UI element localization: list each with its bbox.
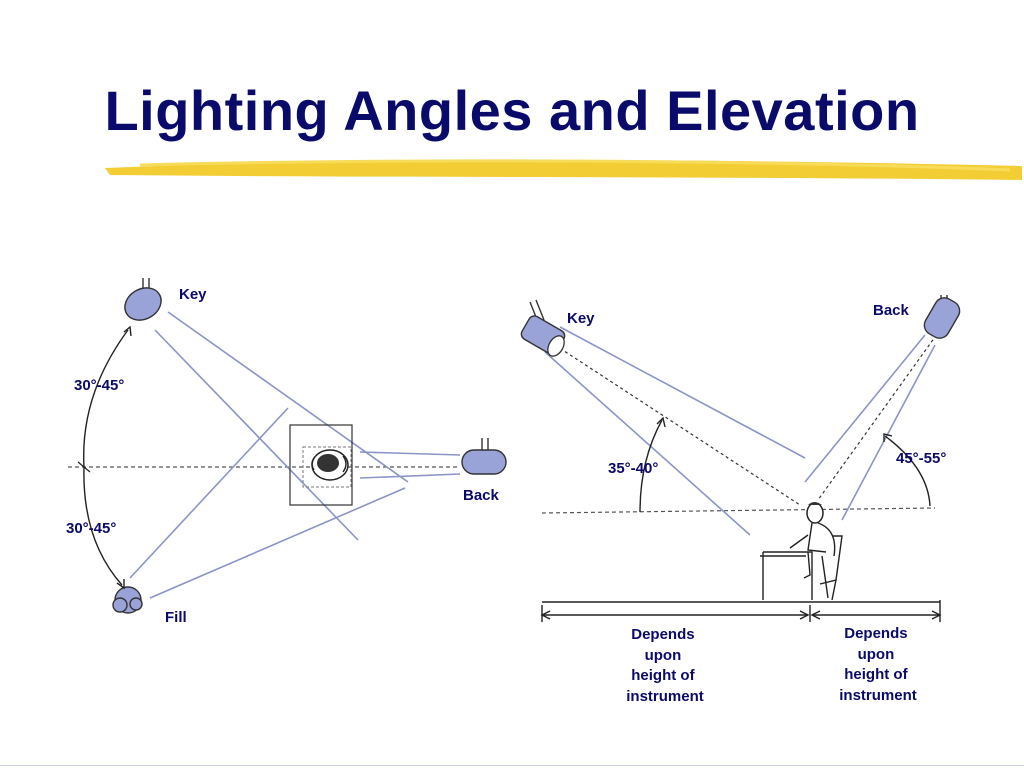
back-lamp-icon	[461, 438, 507, 475]
page-title: Lighting Angles and Elevation	[104, 79, 920, 142]
fill-lamp-icon	[112, 586, 143, 614]
elevation-key-label: Key	[567, 310, 595, 327]
eye-level-line	[541, 507, 936, 514]
plan-key-label: Key	[179, 286, 207, 303]
elevation-key-lamp-icon	[520, 299, 566, 357]
upper-angle-arc	[82, 329, 129, 468]
subject-frame	[289, 424, 353, 506]
key-angle-label: 35°-40°	[608, 460, 658, 477]
key-angle-arc	[639, 419, 663, 513]
back-angle-arc	[884, 435, 931, 507]
subject-head-icon	[311, 449, 349, 481]
back-center-ray	[817, 329, 941, 501]
right-dimension-text: Depends upon height of instrument	[839, 625, 917, 704]
plan-fill-label: Fill	[165, 609, 187, 626]
seated-person-icon	[789, 502, 843, 601]
bottom-rule	[0, 765, 1024, 766]
key-lamp-icon	[124, 278, 162, 321]
key-center-ray	[554, 344, 801, 506]
elevation-back-label: Back	[873, 302, 910, 319]
plan-view: Key Back Fill 30°-45° 30°-45°	[66, 278, 507, 626]
elevation-view: Key Back 35°-40° 45°-55° Depends upon he…	[520, 295, 961, 705]
lower-angle-arc	[83, 466, 123, 586]
plan-upper-angle-label: 30°-45°	[74, 377, 124, 394]
plan-back-label: Back	[463, 487, 500, 504]
elevation-back-lamp-icon	[923, 295, 961, 339]
back-angle-label: 45°-55°	[896, 450, 946, 467]
plan-lower-angle-label: 30°-45°	[66, 520, 116, 537]
title-highlight	[105, 159, 1022, 180]
left-dimension-text: Depends upon height of instrument	[626, 626, 704, 705]
desk-icon	[760, 551, 813, 600]
